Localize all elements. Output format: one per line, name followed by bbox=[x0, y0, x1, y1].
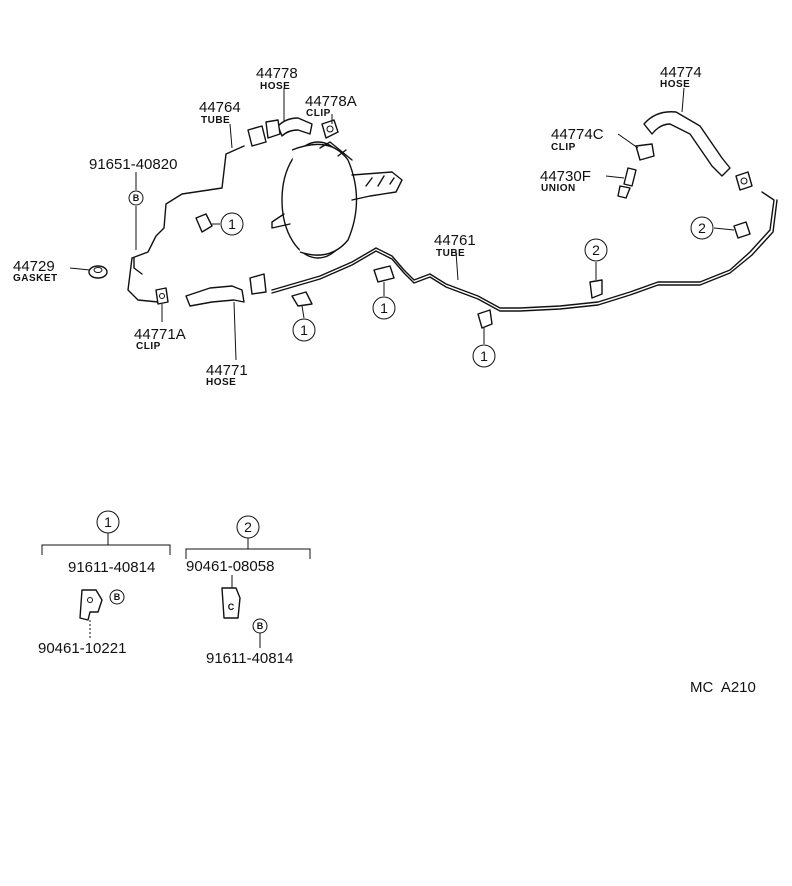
callout-1-c-num: 1 bbox=[380, 300, 388, 316]
label-44761-name: TUBE bbox=[436, 248, 465, 259]
legend-group-2-c: C bbox=[228, 602, 235, 612]
b-marker-main: B bbox=[128, 190, 144, 206]
clamp-d bbox=[477, 309, 493, 329]
tube-44764-line bbox=[127, 145, 245, 303]
clip-right-tube-end bbox=[735, 171, 753, 191]
label-44771a-name: CLIP bbox=[136, 341, 161, 352]
callout-1-d-num: 1 bbox=[480, 348, 488, 364]
label-44729-num: 44729 bbox=[13, 258, 55, 275]
tube-44761-line bbox=[271, 191, 778, 312]
label-44774-num: 44774 bbox=[660, 64, 702, 81]
clip-44774c bbox=[635, 143, 655, 161]
label-44771-num: 44771 bbox=[206, 362, 248, 379]
clamp-b bbox=[291, 291, 313, 307]
clamp-a bbox=[195, 213, 213, 233]
callout-1-b: 1 bbox=[292, 318, 316, 342]
clip-44778a bbox=[321, 119, 339, 139]
hose-44774 bbox=[643, 111, 731, 177]
legend-group-1-clamp: 90461-10221 bbox=[38, 640, 126, 657]
label-44774c-name: CLIP bbox=[551, 142, 576, 153]
hose-44778 bbox=[277, 117, 313, 137]
clip-lower-tube-end bbox=[249, 273, 267, 295]
label-44730f-name: UNION bbox=[541, 183, 576, 194]
brake-booster bbox=[271, 141, 403, 259]
clip-44771a bbox=[155, 287, 169, 305]
label-44729-name: GASKET bbox=[13, 273, 58, 284]
label-44771-name: HOSE bbox=[206, 377, 236, 388]
callout-2-b-num: 2 bbox=[698, 220, 706, 236]
gasket-44729 bbox=[88, 265, 108, 279]
label-91651-num: 91651-40820 bbox=[89, 156, 177, 173]
b-marker-letter: B bbox=[133, 193, 140, 203]
label-44764-name: TUBE bbox=[201, 115, 230, 126]
legend-group-1-num: 1 bbox=[104, 514, 112, 530]
callout-1-b-num: 1 bbox=[300, 322, 308, 338]
legend-group-2-num: 2 bbox=[244, 519, 252, 535]
label-44774-name: HOSE bbox=[660, 79, 690, 90]
callout-1-a-num: 1 bbox=[228, 216, 236, 232]
legend-group-2-b: B bbox=[257, 621, 264, 631]
clamp-e bbox=[589, 279, 603, 299]
label-44778a-num: 44778A bbox=[305, 93, 357, 110]
legend-group-1: 1 91611-40814 B 90461-10221 bbox=[38, 510, 171, 657]
callout-1-c: 1 bbox=[372, 296, 396, 320]
clamp-f bbox=[733, 221, 751, 239]
callout-1-d: 1 bbox=[472, 344, 496, 368]
label-44730f-num: 44730F bbox=[540, 168, 591, 185]
label-44778a-name: CLIP bbox=[306, 108, 331, 119]
callout-2-a-num: 2 bbox=[592, 242, 600, 258]
diagram-code: MC A210 bbox=[690, 679, 756, 696]
callout-1-a: 1 bbox=[220, 212, 244, 236]
label-44764-num: 44764 bbox=[199, 99, 241, 116]
callout-2-b: 2 bbox=[690, 216, 714, 240]
hose-44771 bbox=[185, 285, 245, 307]
clip-upper-tube-end bbox=[247, 119, 281, 147]
label-44771a-num: 44771A bbox=[134, 326, 186, 343]
callout-2-a: 2 bbox=[584, 238, 608, 262]
legend-group-2-clamp: 90461-08058 bbox=[186, 558, 274, 575]
label-44761-num: 44761 bbox=[434, 232, 476, 249]
clamp-c bbox=[373, 265, 395, 283]
label-44774c-num: 44774C bbox=[551, 126, 604, 143]
union-44730f bbox=[617, 167, 637, 199]
label-44778-num: 44778 bbox=[256, 65, 298, 82]
legend-group-2-bolt: 91611-40814 bbox=[206, 650, 293, 667]
legend-group-2: 2 90461-08058 C B 91611-40814 bbox=[185, 515, 311, 667]
leader-lines bbox=[69, 87, 735, 361]
label-44778-name: HOSE bbox=[260, 81, 290, 92]
legend-group-1-b: B bbox=[114, 592, 121, 602]
legend-group-1-bolt: 91611-40814 bbox=[68, 559, 155, 576]
